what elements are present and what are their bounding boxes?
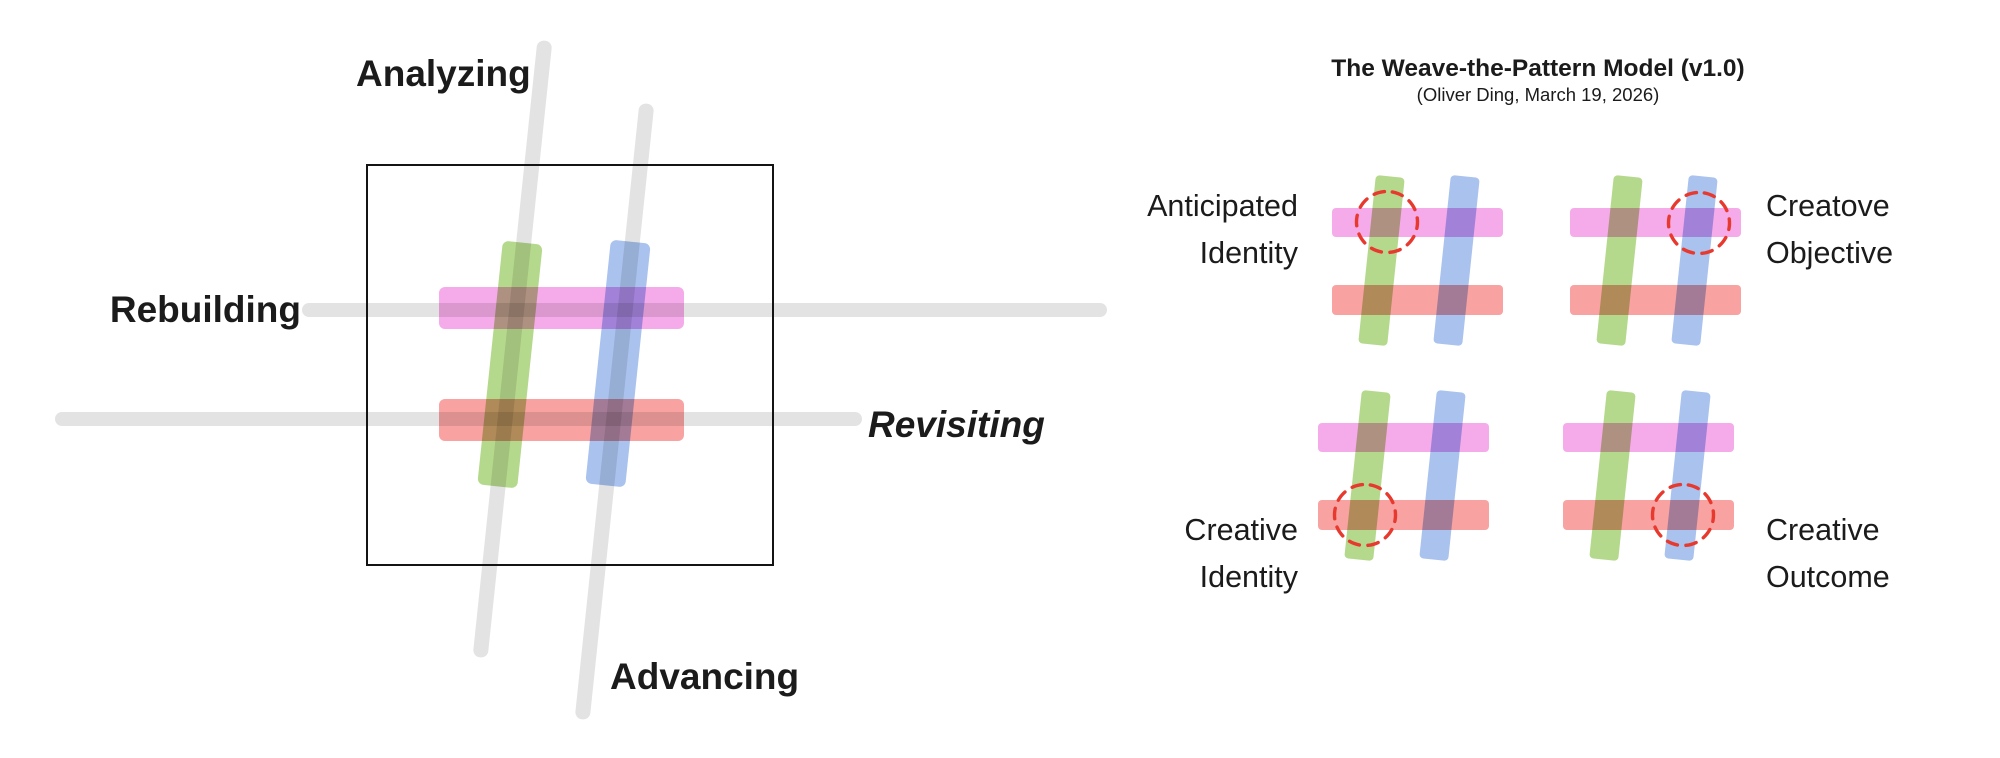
label-line-2: Identity xyxy=(1199,236,1298,270)
label-creative-objective: Creatove Objective xyxy=(1766,183,1893,277)
figure-subtitle: (Oliver Ding, March 19, 2026) xyxy=(1416,84,1660,105)
mini-green-bar xyxy=(1596,174,1643,347)
mini-weave-creative-outcome xyxy=(1563,389,1734,562)
mini-green-bar xyxy=(1589,389,1636,562)
frame-box xyxy=(366,164,774,566)
mini-blue-bar xyxy=(1419,389,1466,562)
figure-title: The Weave-the-Pattern Model (v1.0) xyxy=(1331,55,1745,82)
label-anticipated-identity: Anticipated Identity xyxy=(1048,183,1298,277)
mini-pink-bar xyxy=(1563,423,1734,452)
label-line-2: Outcome xyxy=(1766,560,1890,594)
label-line-1: Creative xyxy=(1184,513,1298,547)
pink-highlight-bar xyxy=(439,287,684,329)
label-line-2: Identity xyxy=(1199,560,1298,594)
label-line-1: Anticipated xyxy=(1147,189,1298,223)
dashed-highlight-circle-icon xyxy=(1354,189,1420,255)
label-line-2: Objective xyxy=(1766,236,1894,270)
label-analyzing: Analyzing xyxy=(356,53,531,94)
label-line-1: Creatove xyxy=(1766,189,1890,223)
label-advancing: Advancing xyxy=(610,656,800,697)
mini-weave-anticipated-identity xyxy=(1332,174,1503,347)
dashed-highlight-circle-icon xyxy=(1332,482,1398,548)
red-highlight-bar xyxy=(439,399,684,441)
label-rebuilding: Rebuilding xyxy=(109,289,301,330)
mini-weave-creative-identity xyxy=(1318,389,1489,562)
mini-red-bar xyxy=(1318,500,1489,530)
mini-blue-bar xyxy=(1433,174,1480,347)
mini-red-bar xyxy=(1570,285,1741,315)
label-creative-identity: Creative Identity xyxy=(1048,507,1298,601)
mini-red-bar xyxy=(1332,285,1503,315)
mini-pink-bar xyxy=(1318,423,1489,452)
label-revisiting: Revisiting xyxy=(868,404,1045,445)
mini-red-bar xyxy=(1563,500,1734,530)
mini-weave-creative-objective xyxy=(1570,174,1741,347)
figure-header: The Weave-the-Pattern Model (v1.0) (Oliv… xyxy=(1188,54,1888,106)
label-line-1: Creative xyxy=(1766,513,1880,547)
label-creative-outcome: Creative Outcome xyxy=(1766,507,1890,601)
dashed-highlight-circle-icon xyxy=(1650,482,1716,548)
dashed-highlight-circle-icon xyxy=(1666,190,1732,256)
